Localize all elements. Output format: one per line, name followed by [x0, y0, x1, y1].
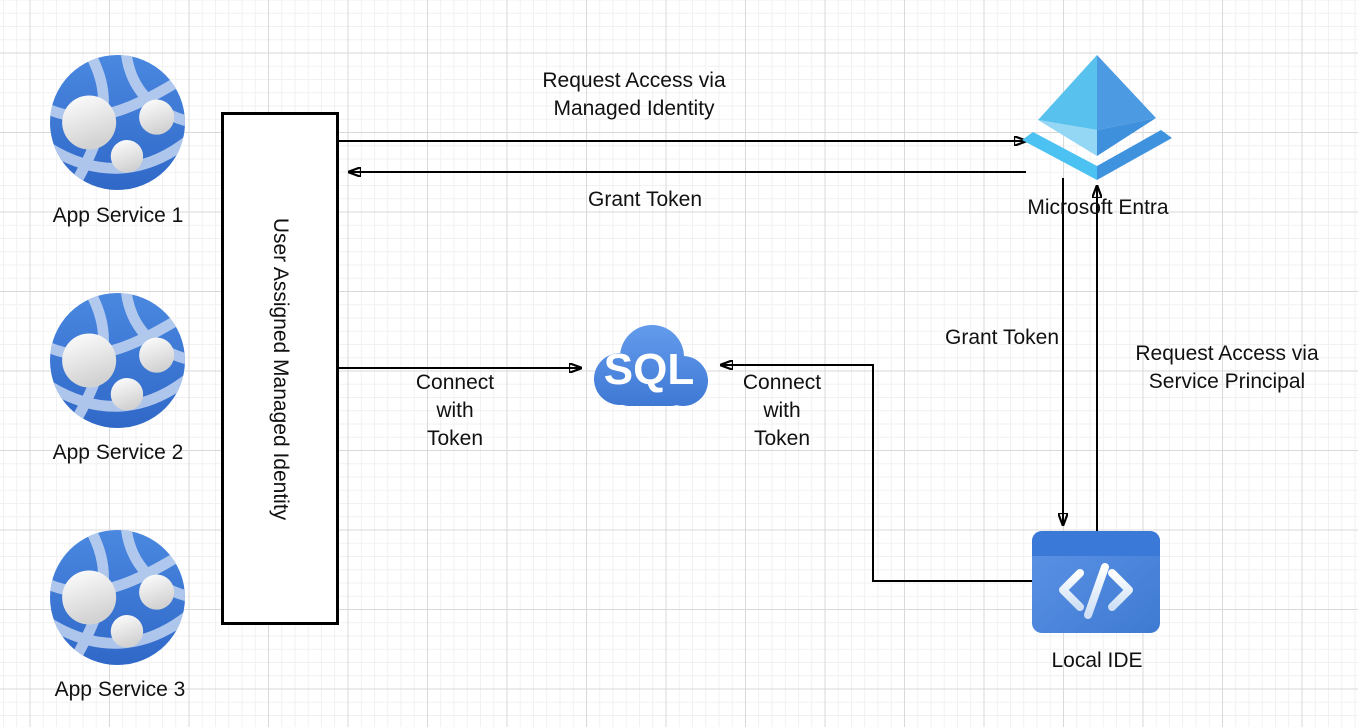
edge-label-grant-token-vertical: Grant Token	[944, 326, 1060, 349]
globe-app-service-icon	[50, 293, 185, 428]
managed-identity-box: User Assigned Managed Identity	[221, 112, 339, 625]
local-ide-node	[1032, 531, 1160, 633]
globe-app-service-icon	[50, 530, 185, 665]
edge-label-connect-with-token-right: Connect with Token	[742, 371, 822, 450]
edge-label-request-service-principal: Request Access via Service Principal	[1135, 342, 1319, 393]
globe-app-service-icon	[50, 55, 185, 190]
sql-node: SQL	[586, 319, 712, 412]
microsoft-entra-node	[1022, 54, 1172, 184]
app-service-2-label: App Service 2	[52, 441, 184, 464]
app-service-3-label: App Service 3	[54, 678, 186, 701]
app-service-2-node	[50, 293, 185, 428]
local-ide-label: Local IDE	[1051, 649, 1143, 672]
sql-label: SQL	[603, 345, 695, 394]
code-window-icon	[1032, 531, 1160, 633]
entra-pyramid-icon	[1022, 55, 1172, 180]
app-service-1-node	[50, 55, 185, 190]
edge-label-grant-token-top: Grant Token	[587, 188, 703, 211]
app-service-1-label: App Service 1	[52, 204, 184, 227]
edge-label-request-managed-identity: Request Access via Managed Identity	[542, 69, 726, 120]
managed-identity-label: User Assigned Managed Identity	[269, 217, 292, 520]
sql-cloud-icon	[594, 325, 708, 406]
edge-label-connect-with-token-left: Connect with Token	[415, 371, 495, 450]
microsoft-entra-label: Microsoft Entra	[1027, 196, 1169, 219]
app-service-3-node	[50, 530, 185, 665]
